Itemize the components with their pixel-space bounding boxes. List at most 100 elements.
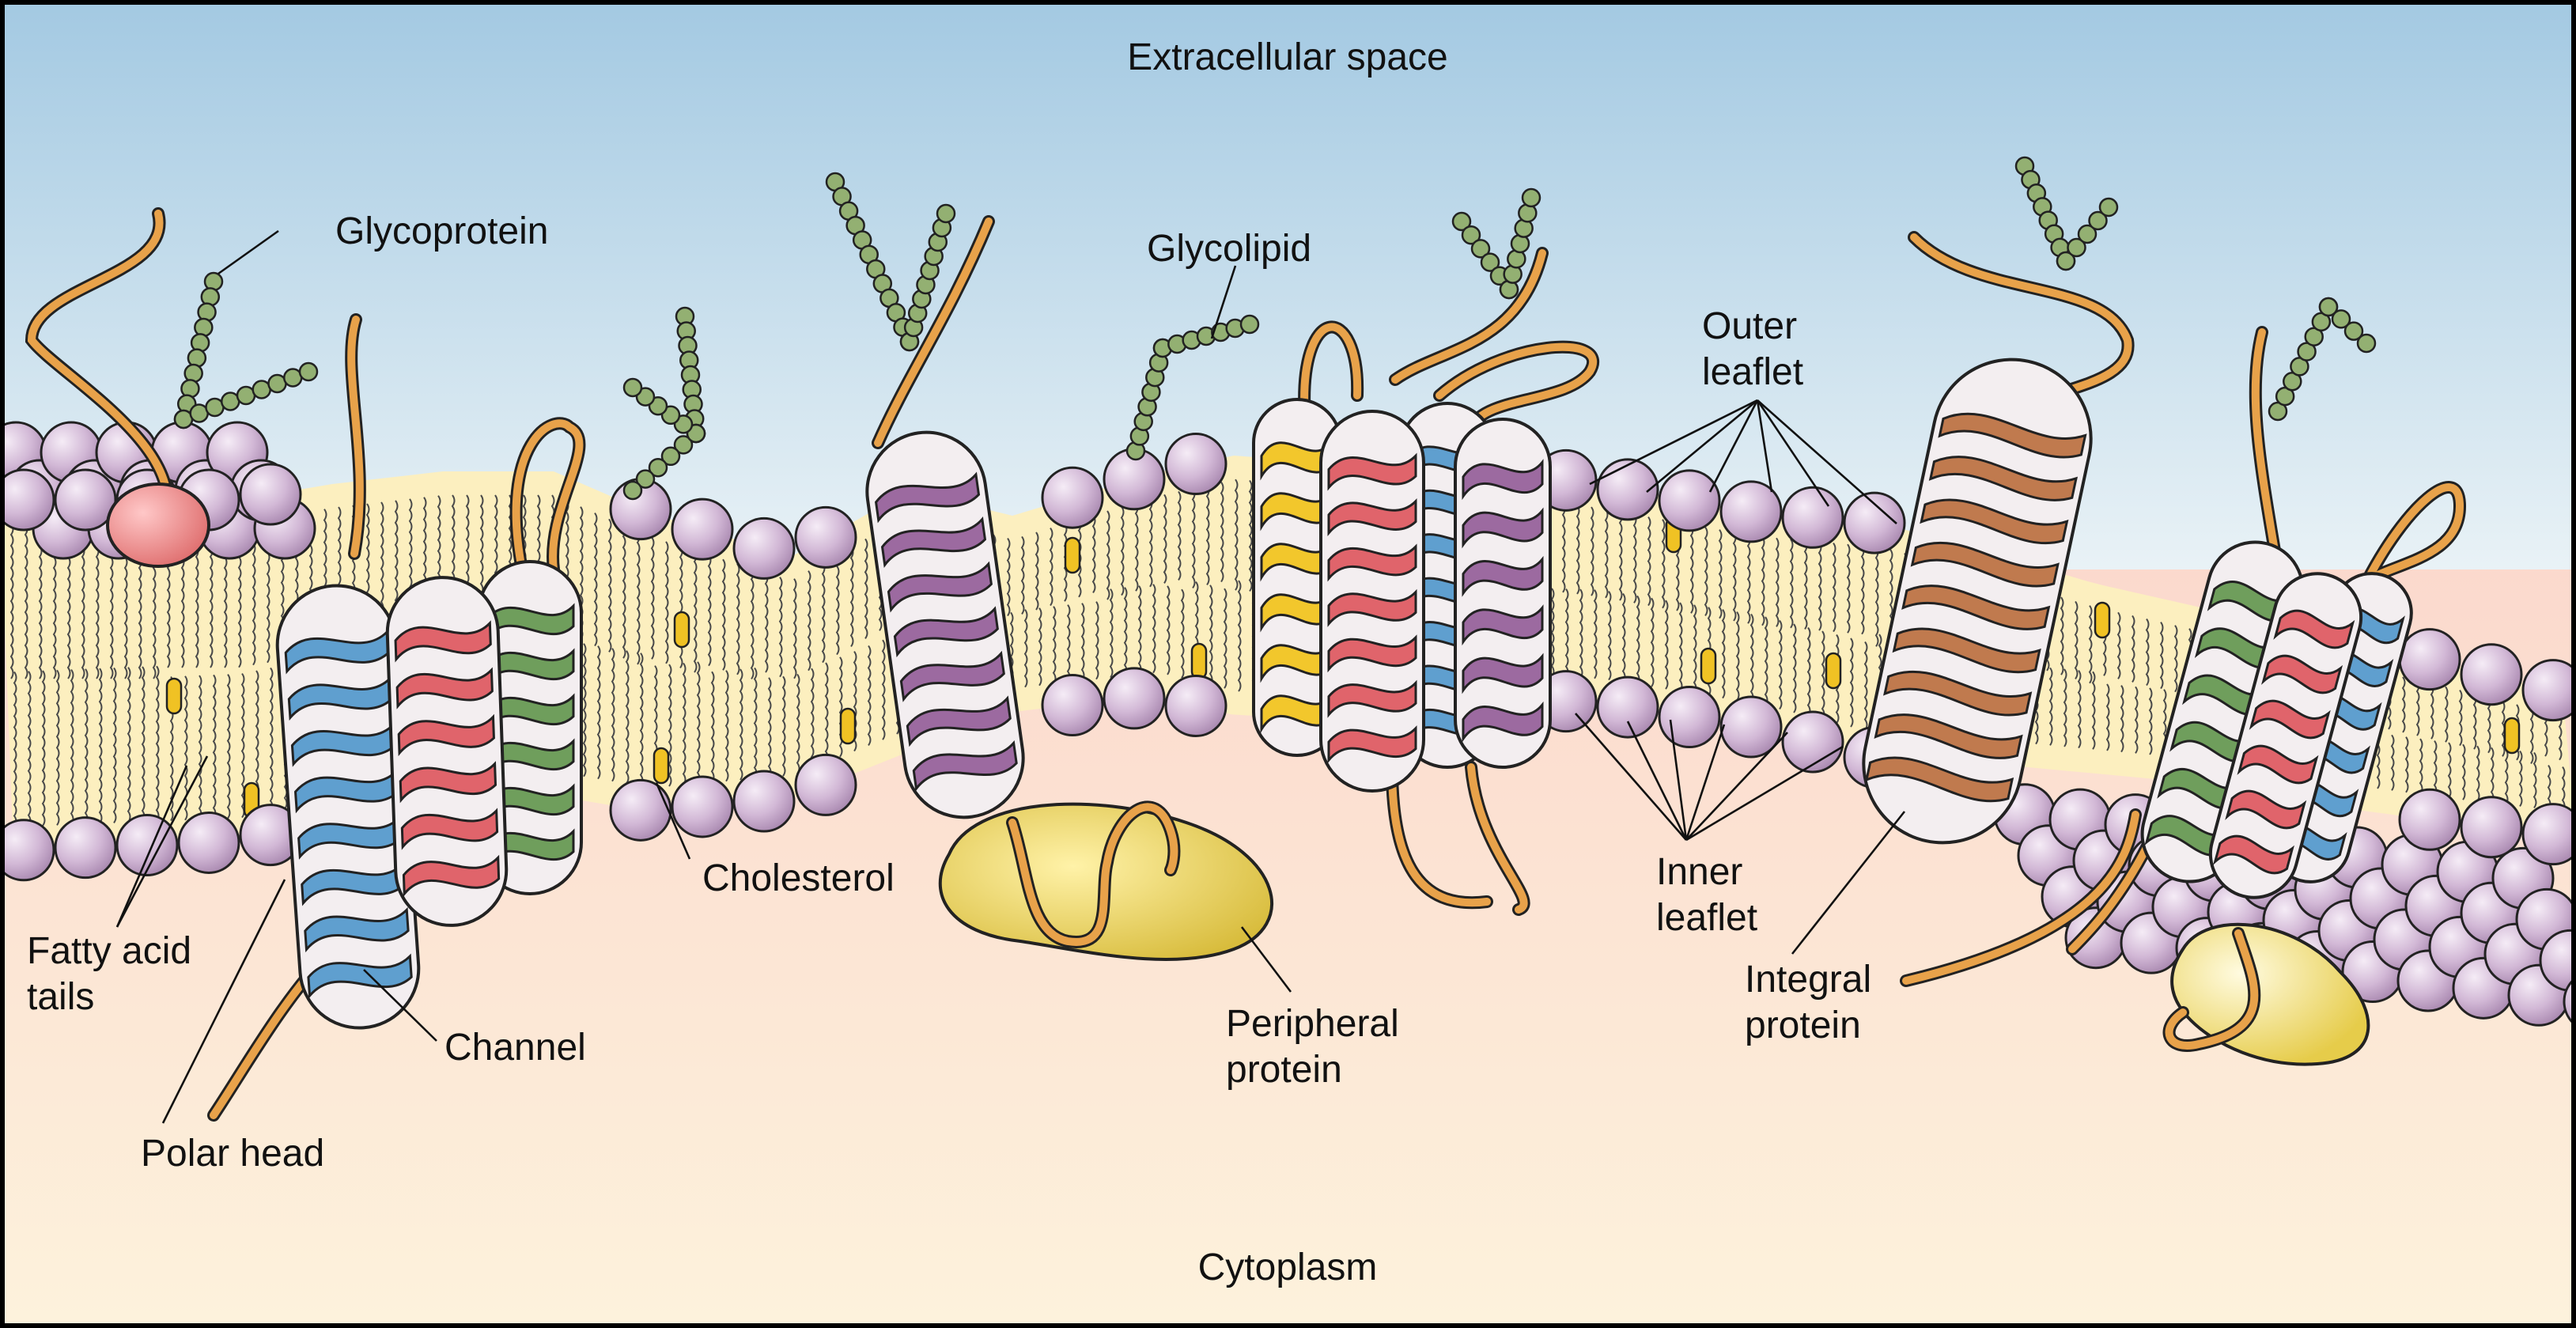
alpha-helix-icon [1928,456,2079,501]
fatty-acid-tail [1678,602,1683,692]
bundle-helix-yellow [1252,398,1342,757]
phospholipid-head-icon [1164,433,1227,496]
right-helix-red [2208,572,2363,899]
fatty-acid-tail [2433,740,2438,797]
fatty-acid-tail [1661,519,1666,609]
fatty-acid-tail [1248,479,1253,592]
fatty-acid-tail [1066,604,1071,683]
fatty-acid-tail [1761,536,1765,626]
channel-helix-blue [275,584,421,1030]
phospholipid-head-icon [794,753,857,816]
outer-leaflet-label-line2: leaflet [1702,351,1803,393]
fatty-acid-tails-label-line1: Fatty acid [27,930,191,972]
fatty-acid-tail [127,667,131,823]
fatty-acid-tail [2476,745,2480,802]
phospholipid-head-icon [2460,796,2523,859]
fatty-acid-tail [2088,605,2093,684]
alpha-helix-icon [1327,634,1417,673]
channel-leader [363,969,437,1042]
fatty-acid-tail [781,675,786,777]
fatty-acid-tail [1647,516,1651,607]
phospholipid-head-icon [1719,695,1783,759]
sugar-chain-icon [173,271,319,429]
sugar-bead [648,457,668,478]
alpha-helix-icon [400,808,499,850]
fatty-acid-tail [636,531,641,665]
fatty-acid-tail [1023,609,1028,688]
sugar-chain-icon [825,172,956,352]
fatty-acid-tail [2518,750,2523,807]
single-pass-helix [865,430,1025,819]
cholesterol-icon [839,707,857,745]
fatty-acid-tail [1792,623,1797,713]
sugar-bead [635,469,656,489]
fatty-acid-tail [2490,747,2495,804]
fatty-acid-tail [2048,667,2053,746]
cholesterol-icon [1064,536,1081,574]
extracellular-space-label: Extracellular space [1127,36,1448,78]
alpha-helix-icon [397,713,495,757]
fatty-acid-tail [2105,683,2110,751]
fatty-acid-tail [2148,687,2153,755]
fatty-acid-tail [2077,670,2082,749]
peripheral-protein-label-line1: Peripheral [1226,1003,1399,1045]
fatty-acid-tail [1223,588,1227,689]
phospholipid-head-icon [0,819,55,882]
fatty-acid-tail [1020,535,1025,615]
bundle-c-terminus [1388,763,1491,907]
fatty-acid-tail [2461,743,2466,800]
alpha-helix-icon [2225,789,2307,830]
fatty-acid-tail [24,523,28,679]
phospholipid-head-icon [1781,486,1844,549]
alpha-helix-icon [1462,555,1544,597]
sugar-bead [673,435,694,455]
fatty-acid-tail [1778,619,1783,710]
bundle-c-terminus [2068,834,2155,953]
fatty-acid-tail [1234,479,1239,591]
cholesterol-icon [673,611,690,649]
sugar-bead [1451,211,1472,232]
sugar-chain-icon [622,306,706,501]
fatty-acid-tail [1621,592,1626,683]
fatty-acid-tail [1177,490,1182,581]
fatty-acid-tail [1650,597,1655,687]
sugar-bead [1470,239,1491,259]
alpha-helix-icon [880,516,987,568]
alpha-helix-icon [887,561,993,613]
phospholipid-head-icon [1658,686,1721,749]
alpha-helix-icon [1327,452,1417,491]
fatty-acid-tail [1749,613,1754,703]
fatty-acid-tail [750,567,755,680]
phospholipid-head-icon [794,505,857,569]
alpha-helix-icon [1883,671,2033,717]
fatty-acid-tail [721,558,726,671]
phospholipid-head-icon [732,770,796,833]
fatty-acid-tail [1205,484,1210,586]
fatty-acid-tail [696,661,701,785]
alpha-helix-icon [307,953,413,999]
fatty-acid-tail [1579,588,1583,679]
fatty-acid-tail [1123,587,1128,677]
leader-lines [115,229,1906,1124]
fatty-acid-tails-label-line2: tails [27,976,94,1018]
fatty-acid-tail [593,512,598,647]
fatty-acid-tail [2430,683,2434,740]
fatty-acid-tail [1806,626,1811,717]
helix-cylinder [2208,572,2363,899]
fatty-acid-tail [1590,506,1594,596]
phospholipid-head-icon [54,468,117,532]
fatty-acid-tail [849,546,854,648]
glycoprotein-tail [27,210,172,518]
fatty-acid-tail [1618,511,1623,601]
fatty-acid-tail [2547,764,2551,811]
phospholipid-head-icon [54,816,117,880]
peripheral-loop [1008,803,1178,946]
sugar-bead [2331,309,2351,329]
fatty-acid-tail [1735,611,1740,702]
cholesterol-leader [655,782,691,860]
alpha-helix-icon [1901,585,2051,630]
fatty-acid-tail [1220,481,1224,583]
fatty-acid-tail [1803,539,1808,630]
cholesterol-icon [1190,642,1208,680]
inner-leaflet-leaders [1575,713,1844,842]
